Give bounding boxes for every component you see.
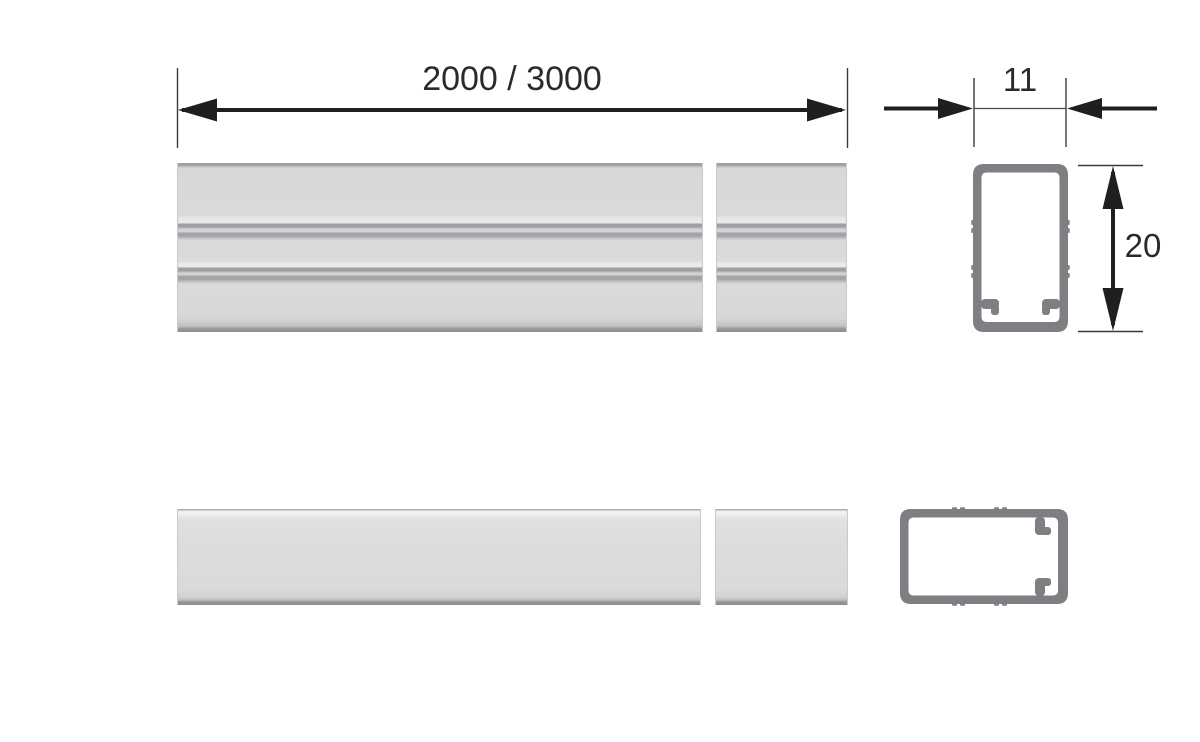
arrowhead-right-icon (807, 98, 846, 122)
arrowhead-right-icon (1067, 98, 1102, 119)
grip-bump (994, 603, 999, 606)
grip-bump (952, 507, 957, 510)
grip-bump (1067, 220, 1070, 225)
grip-bump (994, 507, 999, 510)
grip-bump (1002, 603, 1007, 606)
grip-bump (1002, 507, 1007, 510)
profile-side-view-bottom-segment-left (177, 509, 701, 605)
arrowhead-left-icon (938, 98, 973, 119)
grip-bump (960, 507, 965, 510)
arrowhead-left-icon (178, 98, 217, 122)
profile-side-view-top-segment-left (177, 163, 703, 332)
grip-bump (1067, 265, 1070, 270)
mounting-tab-top-foot (1041, 527, 1051, 535)
cross-section-vertical (971, 164, 1070, 332)
grip-bump (971, 228, 974, 233)
length-dimension-label: 2000 / 3000 (422, 60, 602, 98)
profile-side-view-top-segment-right (716, 163, 847, 332)
width-dimension-label: 11 (1002, 61, 1038, 98)
height-dimension-label: 20 (1124, 227, 1162, 264)
mounting-tab-bottom-foot (1041, 578, 1051, 586)
grip-bump (971, 273, 974, 278)
grip-bump (971, 220, 974, 225)
grip-bump (952, 603, 957, 606)
profile-body (900, 507, 1068, 606)
cross-section-horizontal (900, 507, 1068, 606)
grip-bump (1067, 273, 1070, 278)
mounting-tab-left-foot (991, 305, 999, 315)
grip-bump (1067, 228, 1070, 233)
profile-side-view-bottom-segment-right (715, 509, 848, 605)
mounting-tab-right-foot (1042, 305, 1050, 315)
arrowhead-down-icon (1102, 288, 1124, 331)
grip-bump (971, 265, 974, 270)
arrowhead-up-icon (1102, 166, 1124, 209)
profile-body (971, 164, 1070, 332)
grip-bump (960, 603, 965, 606)
